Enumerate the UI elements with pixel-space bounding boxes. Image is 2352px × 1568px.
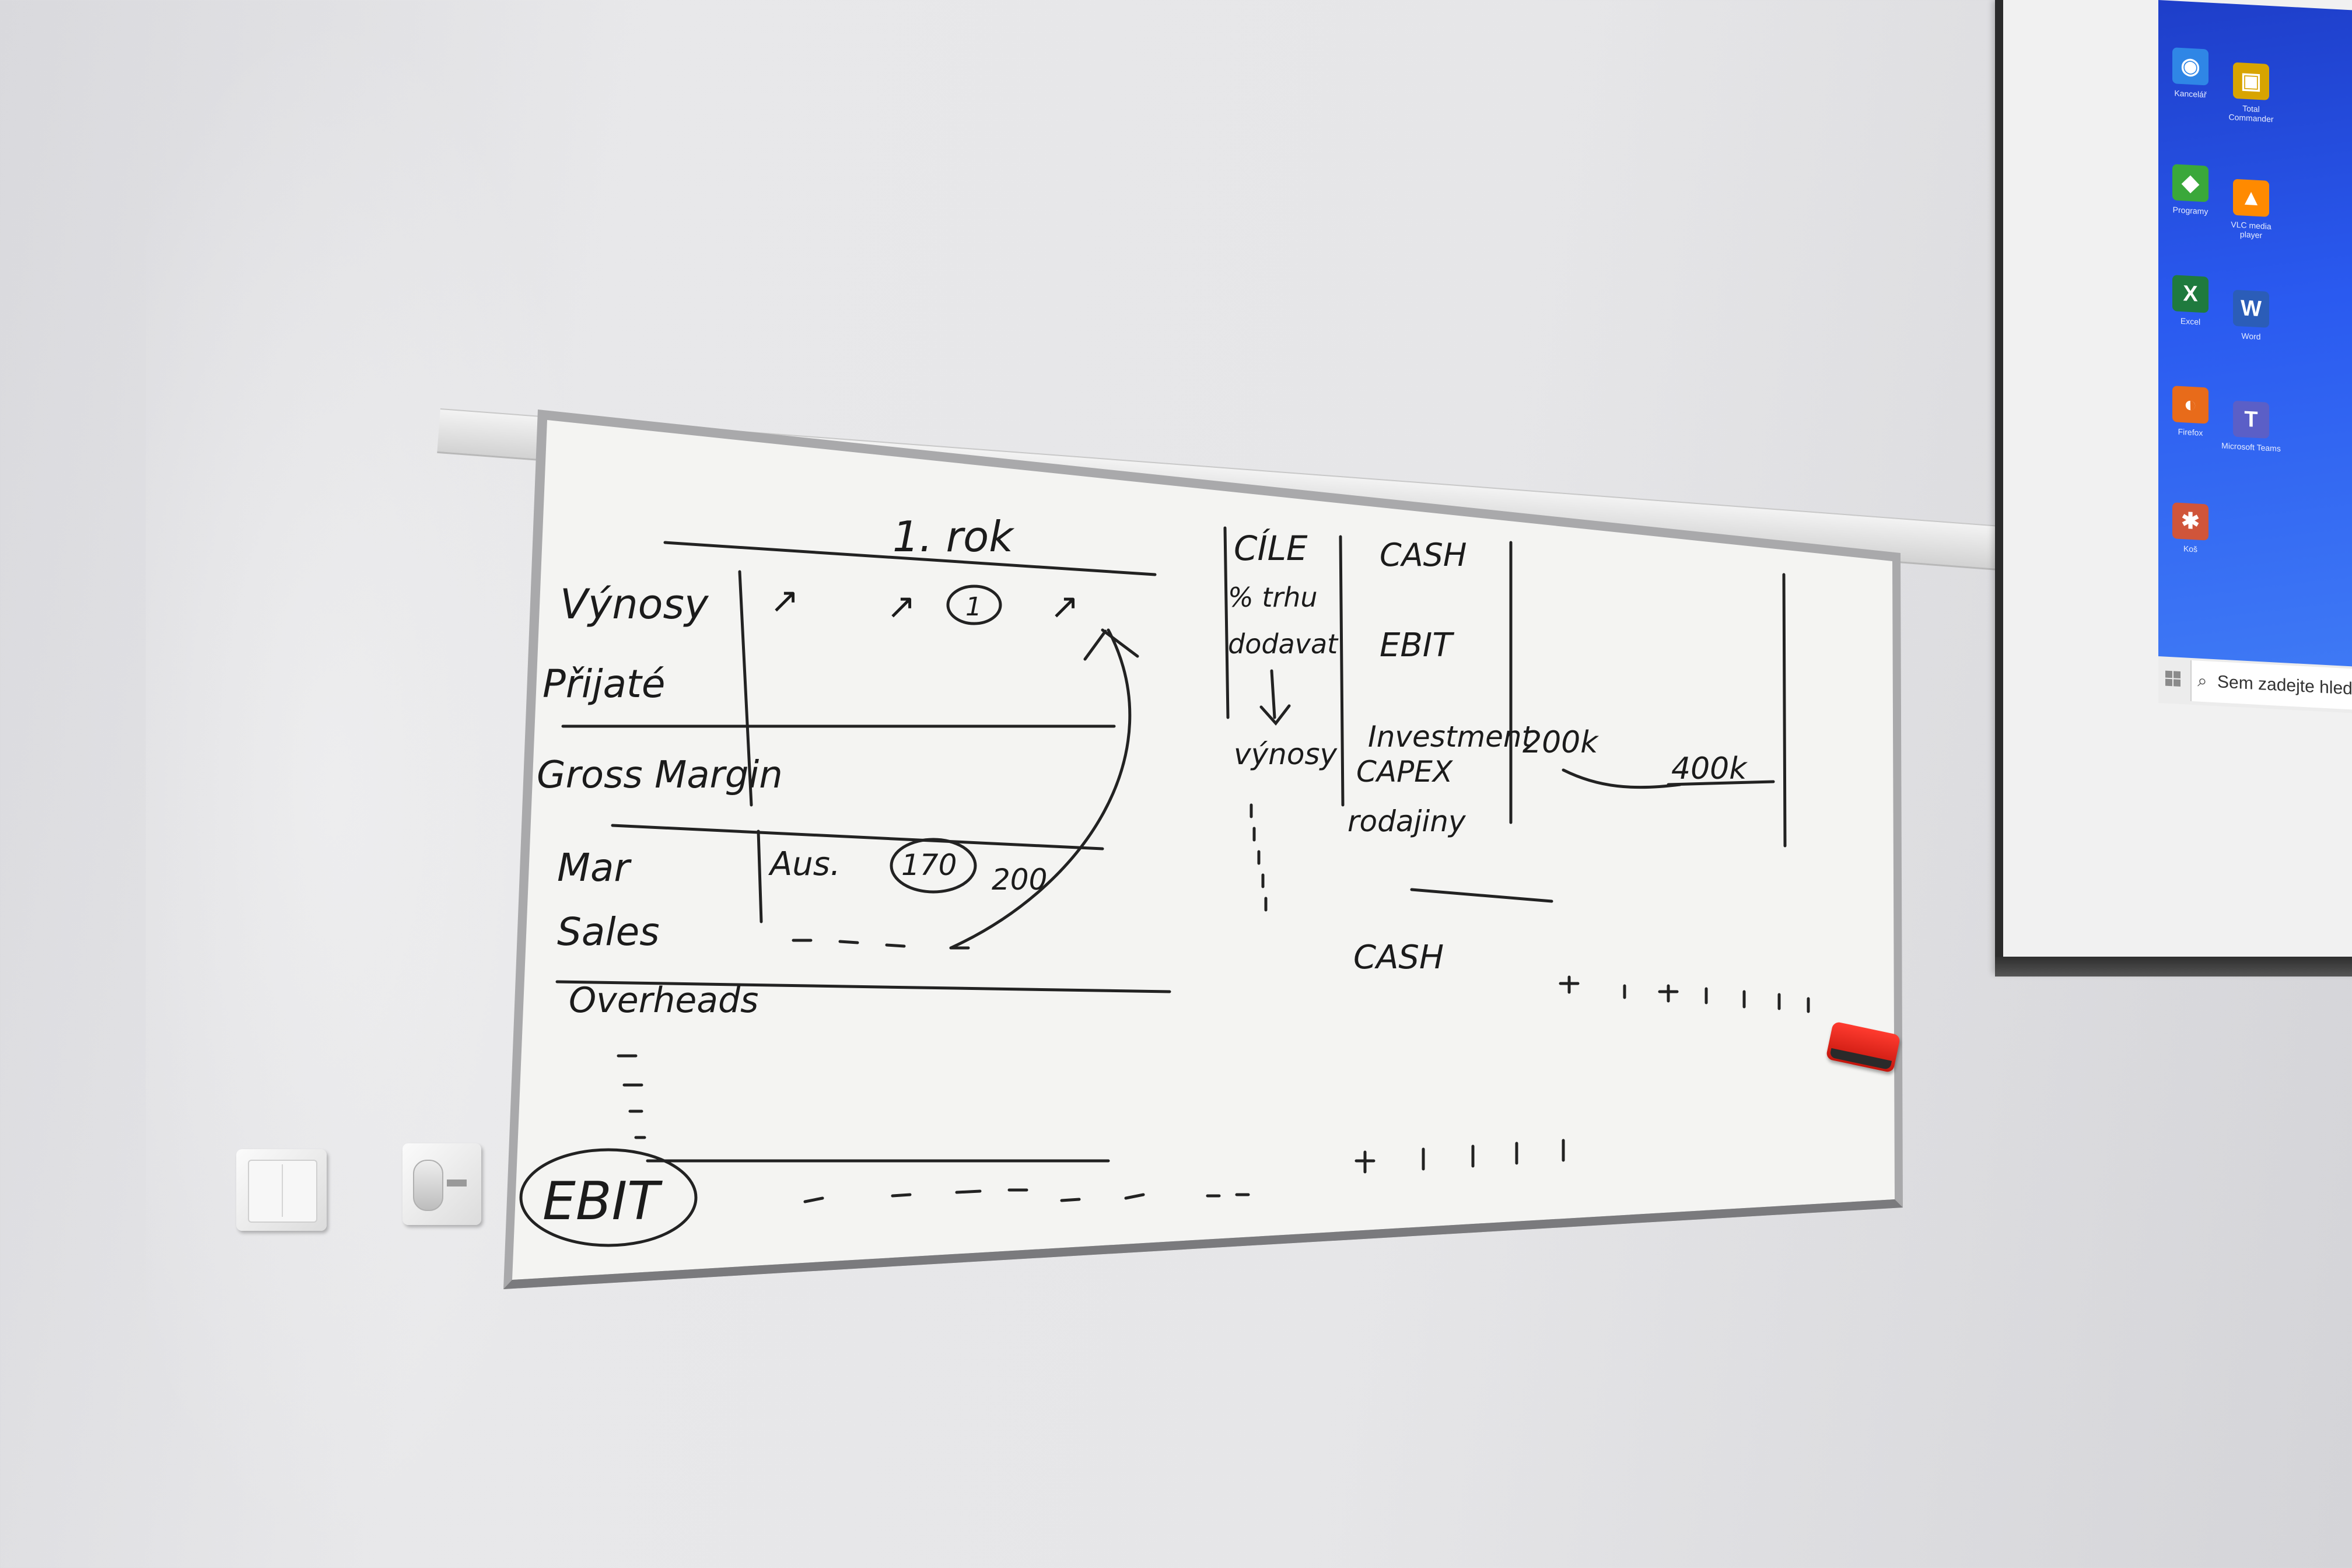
desktop-icon-kancelar-glyph: ◉ (2180, 54, 2200, 79)
desktop-label-firefox: Firefox (2178, 426, 2203, 438)
switch-knob[interactable] (413, 1160, 443, 1211)
desktop-icon-teams-glyph: T (2244, 407, 2258, 432)
desktop-icon-total-commander-glyph: ▣ (2241, 68, 2262, 94)
desktop-label-word: Word (2241, 331, 2261, 342)
desktop-icon-kos-glyph: ✱ (2181, 509, 2200, 534)
switch-rocker[interactable] (248, 1160, 317, 1223)
desktop-label-vlc: VLC media player (2231, 219, 2272, 240)
desktop-icon-firefox-glyph: ◐ (2183, 392, 2197, 418)
light-switch[interactable] (236, 1149, 327, 1231)
desktop-icon-word-glyph: W (2241, 296, 2262, 322)
desktop-label-kancelar: Kancelář (2174, 88, 2207, 100)
desktop-icon-firefox[interactable]: ◐ (2172, 386, 2208, 424)
desktop-label-teams: Microsoft Teams (2221, 440, 2281, 453)
taskbar-search-input[interactable]: ⌕ Sem zadejte hledaný v (2190, 660, 2352, 710)
desktop-icon-word[interactable]: W (2233, 289, 2269, 328)
blind-switch[interactable] (402, 1143, 481, 1225)
switch-tag (447, 1180, 467, 1186)
desktop-label-excel: Excel (2180, 316, 2201, 327)
desktop-icon-excel-glyph: X (2183, 281, 2198, 307)
desktop-icon-excel[interactable]: X (2172, 275, 2208, 313)
windows-start-icon[interactable] (2165, 670, 2180, 687)
desktop-icon-teams[interactable]: T (2233, 400, 2269, 439)
desktop-icon-programy[interactable]: ◆ (2172, 164, 2208, 202)
desktop-icon-programy-glyph: ◆ (2182, 170, 2199, 196)
desktop-icon-kancelar[interactable]: ◉ (2172, 47, 2208, 86)
taskbar-search-placeholder: Sem zadejte hledaný v (2217, 672, 2352, 701)
projector-screen-bar (1995, 957, 2352, 977)
projected-desktop: ◉ Kancelář ▣ Total Commander ◆ Programy … (2158, 0, 2352, 681)
whiteboard-surface (512, 420, 1895, 1280)
desktop-icon-vlc[interactable]: ▲ (2233, 178, 2269, 217)
desktop-icon-kos[interactable]: ✱ (2172, 502, 2208, 541)
search-icon: ⌕ (2197, 671, 2207, 691)
desktop-icon-vlc-glyph: ▲ (2240, 185, 2262, 211)
desktop-icon-total-commander[interactable]: ▣ (2233, 62, 2269, 100)
desktop-label-programy: Programy (2172, 205, 2208, 216)
desktop-label-kos: Koš (2183, 544, 2198, 554)
whiteboard-shadow (503, 1199, 1903, 1289)
desktop-label-total-commander: Total Commander (2228, 103, 2274, 124)
